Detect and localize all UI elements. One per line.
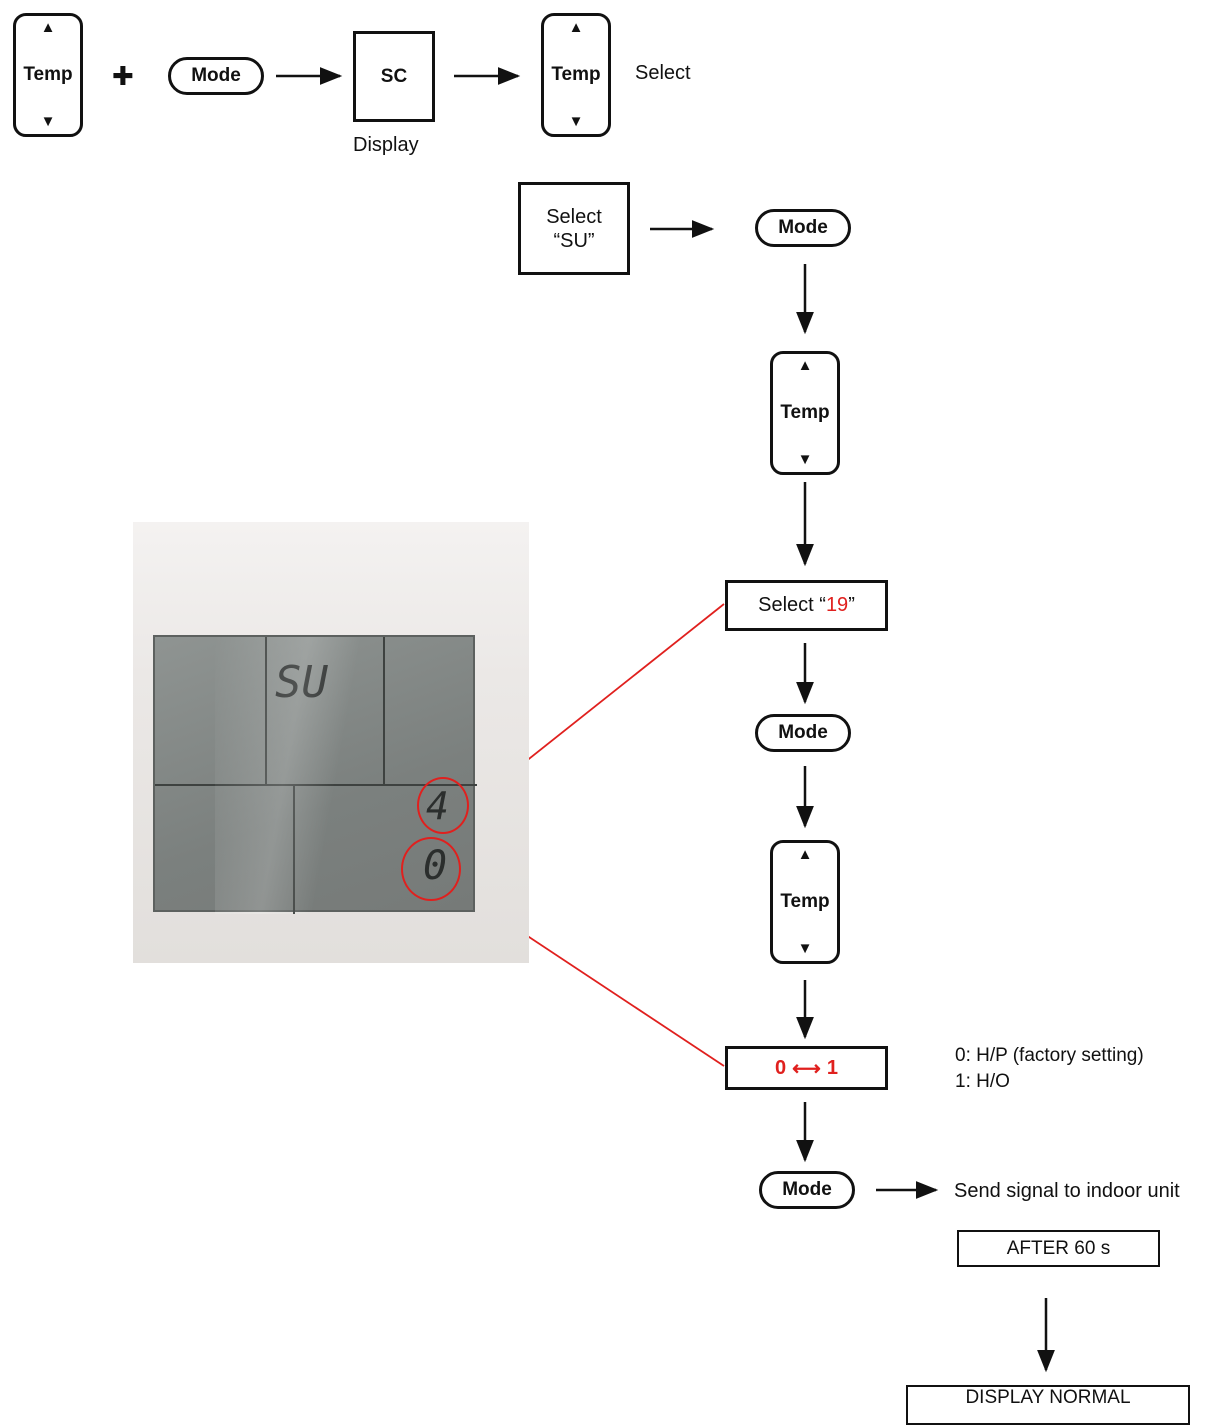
lcd-reflection <box>215 637 375 914</box>
temp-key-label: Temp <box>780 891 830 912</box>
lcd-divider <box>155 784 477 786</box>
mode-key-2: Mode <box>755 714 851 752</box>
temp-key-3: ▲ Temp ▼ <box>770 840 840 964</box>
after-60s-box: AFTER 60 s <box>957 1230 1160 1267</box>
temp-key-label: Temp <box>551 64 601 85</box>
lcd-divider <box>293 786 295 914</box>
mode-key-3: Mode <box>759 1171 855 1209</box>
lcd-top-text: SU <box>275 659 328 707</box>
temp-key-2: ▲ Temp ▼ <box>770 351 840 475</box>
remote-lcd-photo: SU 4 0 <box>133 522 529 963</box>
select-su-box: Select “SU” <box>518 182 630 275</box>
select-su-line1: Select <box>546 205 602 228</box>
send-signal-text: Send signal to indoor unit <box>954 1180 1180 1202</box>
display-normal-box: DISPLAY NORMAL <box>906 1385 1190 1425</box>
select-19-suffix: ” <box>848 594 855 616</box>
option-0-text: 0: H/P (factory setting) <box>955 1045 1144 1066</box>
up-arrow-icon: ▲ <box>568 19 584 36</box>
up-arrow-icon: ▲ <box>797 357 813 374</box>
toggle-right: 1 <box>826 1056 838 1079</box>
down-arrow-icon: ▼ <box>40 113 56 130</box>
lcd-divider <box>265 637 267 784</box>
select-19-prefix: Select “ <box>758 594 826 616</box>
option-1-text: 1: H/O <box>955 1071 1010 1092</box>
mode-key-1: Mode <box>755 209 851 247</box>
down-arrow-icon: ▼ <box>797 451 813 468</box>
sc-label: SC <box>380 65 408 87</box>
select-caption: Select <box>635 62 691 84</box>
up-arrow-icon: ▲ <box>40 19 56 36</box>
highlight-circle-value <box>401 837 461 901</box>
select-19-box: Select “19” <box>725 580 888 631</box>
sc-display-box: SC <box>353 31 435 122</box>
toggle-left: 0 <box>775 1056 787 1079</box>
highlight-circle-code <box>417 777 469 834</box>
down-arrow-icon: ▼ <box>797 940 813 957</box>
temp-key-start: ▲ Temp ▼ <box>13 13 83 137</box>
temp-key-label: Temp <box>23 64 73 85</box>
up-arrow-icon: ▲ <box>797 846 813 863</box>
select-su-line2: “SU” <box>553 229 595 252</box>
down-arrow-icon: ▼ <box>568 113 584 130</box>
lcd-divider <box>383 637 385 784</box>
temp-key-select: ▲ Temp ▼ <box>541 13 611 137</box>
toggle-value-box: 0 ⟷ 1 <box>725 1046 888 1090</box>
display-caption: Display <box>353 134 419 156</box>
toggle-arrow-icon: ⟷ <box>792 1057 821 1080</box>
plus-icon: ✚ <box>112 61 134 91</box>
mode-key-start: Mode <box>168 57 264 95</box>
temp-key-label: Temp <box>780 402 830 423</box>
select-19-code: 19 <box>825 594 849 616</box>
